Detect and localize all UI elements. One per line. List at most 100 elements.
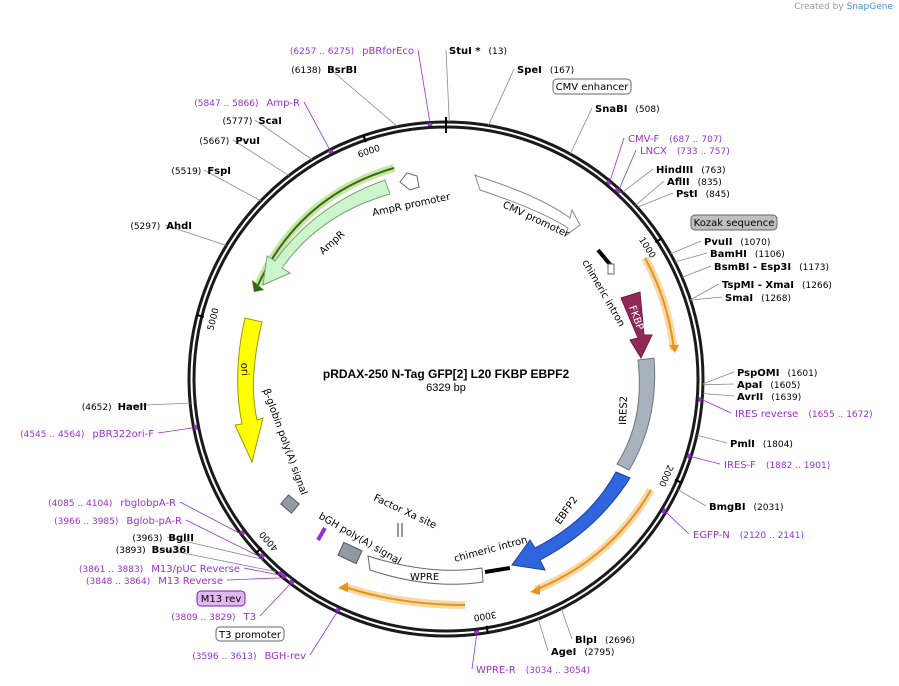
ampr-promoter-arrow: [399, 172, 420, 191]
enzyme-name: AvrII: [737, 392, 763, 403]
enzyme-name: HindIII: [656, 165, 693, 176]
primer-name: WPRE-R: [476, 665, 516, 676]
enzyme-position: (1268): [761, 294, 791, 304]
enzyme-position: (5777): [222, 117, 252, 127]
primer-name: M13/pUC Reverse: [151, 564, 240, 575]
enzyme-position: (4652): [82, 403, 112, 413]
enzyme-position: (763): [701, 166, 725, 176]
feature-label-factor-xa: Factor Xa site: [372, 493, 438, 532]
primer-position: (4085 .. 4104): [48, 499, 112, 509]
map-title: pRDAX-250 N-Tag GFP[2] L20 FKBP EBPF2: [323, 367, 570, 381]
primer-mark: [686, 453, 692, 459]
enzyme-position: (508): [635, 105, 659, 115]
enzyme-position: (1605): [770, 381, 800, 391]
enzyme-connector: [166, 536, 264, 560]
tick-label-2000: 2000: [656, 463, 674, 488]
enzyme-site-scai: ScaI(5777): [222, 116, 282, 127]
primer-position: (687 .. 707): [669, 135, 722, 145]
enzyme-position: (1106): [755, 250, 785, 260]
enzyme-position: (835): [698, 178, 722, 188]
orange-orf-arrow-1-line: [644, 257, 675, 351]
enzyme-site-stui: StuI *(13): [449, 46, 507, 57]
enzyme-connector: [674, 252, 708, 263]
primer-connector: [226, 577, 284, 581]
enzyme-connector: [681, 265, 712, 278]
m13-rev-label: M13 rev: [201, 594, 242, 605]
tick-1000: [654, 237, 663, 244]
primer-position: (1655 .. 1672): [808, 410, 872, 420]
primer-connector: [157, 427, 194, 434]
enzyme-connector: [702, 393, 735, 397]
enzyme-site-bglii: BglII(3963): [132, 533, 194, 544]
enzyme-connector: [119, 402, 191, 407]
primer-mark: [193, 424, 198, 431]
enzyme-name: PmlI: [730, 439, 755, 450]
enzyme-connector: [677, 489, 707, 507]
primer-connector: [665, 511, 690, 535]
fkbp-arrow: [620, 291, 653, 360]
feature-label-bgh-polya: bGH poly(A) signal: [317, 511, 403, 567]
primer-position: (2120 .. 2141): [740, 531, 804, 541]
primer-position: (3809 .. 3829): [171, 613, 235, 623]
enzyme-name: SpeI: [517, 65, 542, 76]
primer-pbrforeco: pBRforEco(6257 .. 6275): [290, 46, 414, 57]
enzyme-position: (1266): [802, 281, 832, 291]
primer-mark: [281, 573, 287, 579]
primer-position: (3034 .. 3054): [526, 666, 590, 676]
enzyme-site-hindiii: HindIII (763): [656, 165, 725, 176]
label-connectors: [119, 49, 735, 670]
primer-mark: [614, 187, 622, 194]
enzyme-name: AhdI: [166, 221, 192, 232]
enzyme-connector: [696, 434, 728, 444]
enzyme-site-psti: PstI(845): [676, 189, 730, 200]
tick-label-5000: 5000: [206, 307, 221, 332]
primer-connector: [179, 501, 242, 535]
enzyme-connector: [537, 618, 549, 652]
enzyme-site-bamhi: BamHI(1106): [710, 249, 785, 260]
primer-name: Amp-R: [267, 98, 301, 109]
enzyme-name: BsrBI: [327, 65, 357, 76]
orange-orf-arrow-3-line: [344, 586, 466, 606]
tick-label-6000: 6000: [357, 144, 382, 161]
orange-orf-arrow-3-head: [338, 582, 348, 592]
wpre-block: [367, 555, 484, 585]
snapgene-credit: Created by SnapGene: [794, 2, 893, 12]
orange-orf-arrow-2-head: [530, 585, 540, 595]
primer-name: pBR322ori-F: [92, 429, 154, 440]
enzyme-site-bsmbi-esp3i: BsmBI - Esp3I(1173): [714, 262, 829, 273]
enzyme-connector: [162, 548, 276, 573]
t3-promoter-box: [215, 626, 285, 642]
enzyme-position: (13): [489, 47, 507, 57]
primer-mark: [288, 579, 295, 585]
enzyme-name: HaeII: [118, 402, 147, 413]
primer-labels: pBRforEco(6257 .. 6275)Amp-R(5847 .. 586…: [20, 46, 873, 676]
primer-position: (4545 .. 4564): [20, 430, 84, 440]
primer-position: (1882 .. 1901): [766, 461, 830, 471]
primer-wpre-r: WPRE-R (3034 .. 3054): [476, 665, 590, 676]
enzyme-position: (1070): [740, 238, 770, 248]
enzyme-position: (167): [550, 66, 574, 76]
factor-xa-site-mark: [397, 523, 403, 537]
enzyme-site-smai: SmaI(1268): [725, 293, 791, 304]
enzyme-connector: [203, 169, 262, 202]
feature-arrows: [234, 164, 679, 609]
primer-name: IRES-F: [724, 460, 756, 471]
primer-position: (6257 .. 6275): [290, 47, 354, 57]
enzyme-connector: [670, 240, 702, 255]
feature-label-chimeric-intron: chimeric intron: [579, 258, 626, 329]
primer-mark: [259, 552, 265, 559]
primer-bgh-rev: BGH-rev(3596 .. 3613): [192, 651, 306, 662]
kozak-sequence-box: [690, 214, 778, 231]
orange-orf-arrow-3: [343, 583, 466, 609]
cmv-enhancer-box: [552, 78, 632, 95]
enzyme-position: (2031): [754, 503, 784, 513]
primer-name: M13 Reverse: [158, 576, 223, 587]
tick-6000: [362, 134, 367, 143]
enzyme-position: (1804): [763, 440, 793, 450]
primer-mark: [278, 570, 285, 577]
map-length: 6329 bp: [426, 382, 466, 394]
enzyme-name: PstI: [676, 189, 698, 200]
primer-name: BGH-rev: [264, 651, 306, 662]
orange-orf-arrow-1-head: [669, 345, 679, 353]
